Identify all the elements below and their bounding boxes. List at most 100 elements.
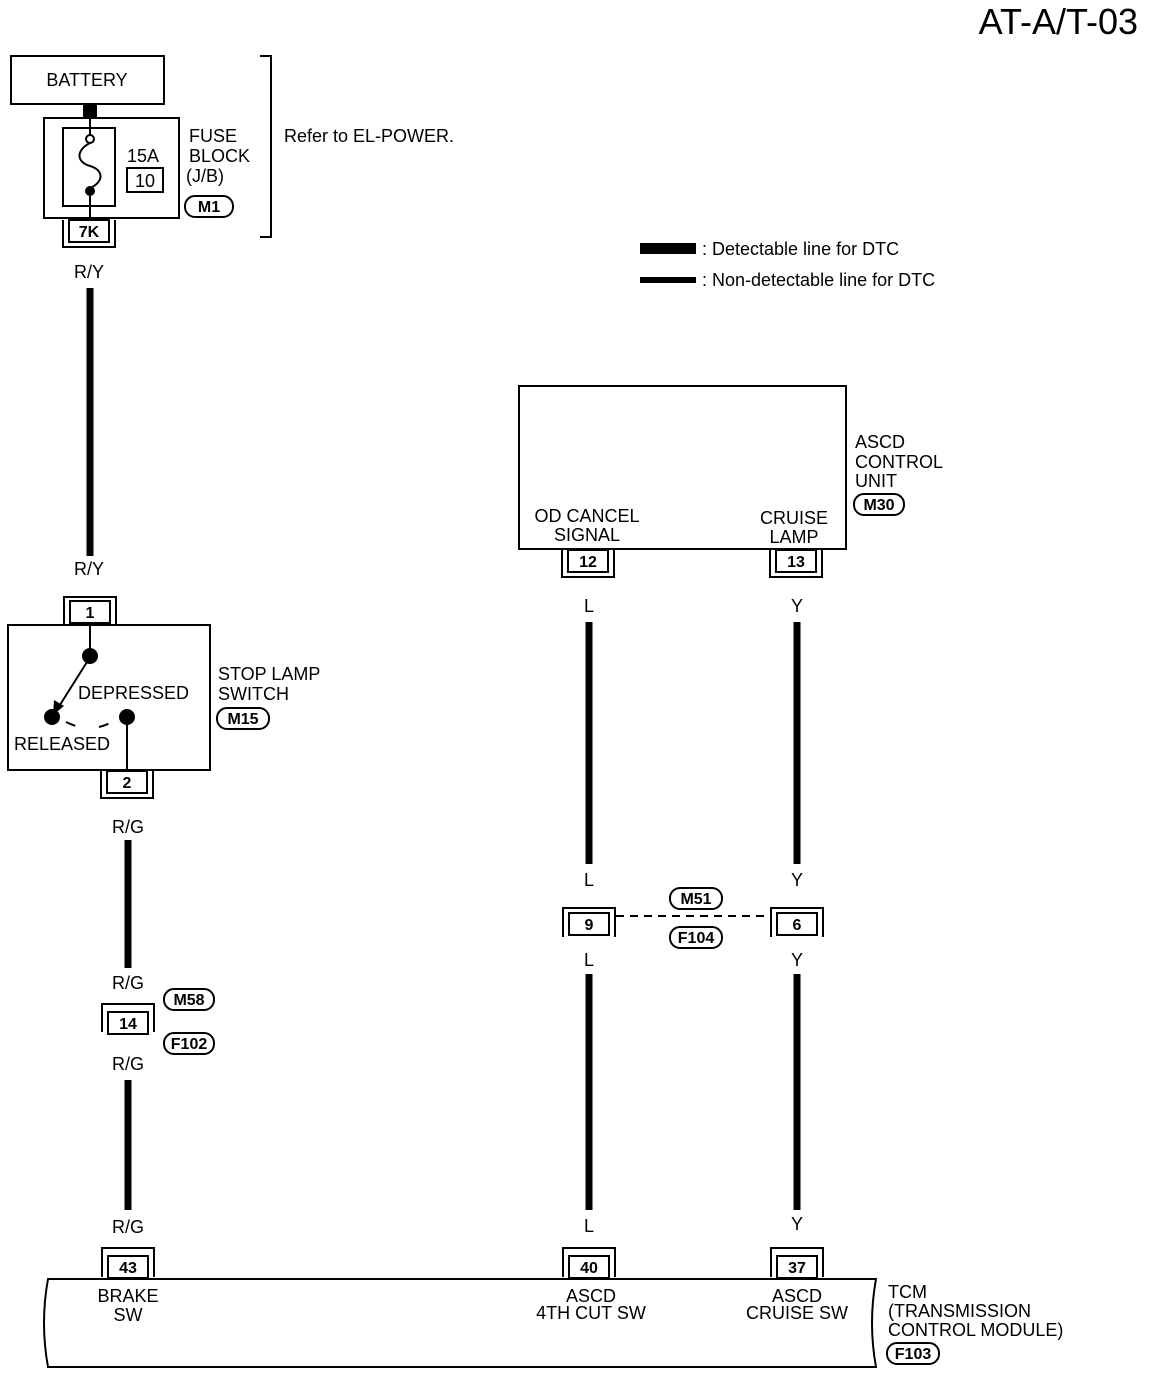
wire-color-l-2: L bbox=[584, 870, 594, 890]
wire-color-rg-1: R/G bbox=[112, 817, 144, 837]
stop-lamp-connector-badge bbox=[216, 707, 270, 730]
joint-m51-connector: M51 bbox=[680, 891, 711, 908]
switch-arm bbox=[57, 661, 88, 709]
connector-m30-pin12 bbox=[567, 549, 609, 573]
switch-depressed-contact bbox=[119, 709, 135, 725]
joint-m58-connector: M58 bbox=[173, 992, 204, 1009]
pin-m30-13: 13 bbox=[787, 554, 805, 571]
ascd-name-2: CONTROL bbox=[855, 452, 943, 472]
wire-color-l-4: L bbox=[584, 1216, 594, 1236]
wire-color-y-1: Y bbox=[791, 596, 803, 616]
wire-color-y-2: Y bbox=[791, 870, 803, 890]
joint-f104-connector: F104 bbox=[678, 930, 715, 947]
tcm-connector-badge bbox=[886, 1342, 940, 1365]
fuse-top-terminal bbox=[85, 134, 95, 144]
joint-m51-l-shell bbox=[562, 907, 616, 937]
joint-m51-badge bbox=[669, 887, 723, 910]
ascd-terminal-od-1: OD CANCEL bbox=[534, 506, 639, 526]
joint-m51-y-shell bbox=[770, 907, 824, 937]
ascd-name-3: UNIT bbox=[855, 471, 897, 491]
fuse-rating: 15A bbox=[127, 146, 159, 166]
joint-m58-pin-box bbox=[107, 1011, 149, 1035]
connector-7k-shell bbox=[62, 220, 116, 248]
wire-color-y-4: Y bbox=[791, 1214, 803, 1234]
legend-detectable: : Detectable line for DTC bbox=[702, 239, 899, 259]
fuse-block-label-2: BLOCK bbox=[189, 146, 250, 166]
ascd-connector-id: M30 bbox=[863, 497, 894, 514]
fuse-number: 10 bbox=[135, 171, 155, 191]
tcm-pin40-shell bbox=[562, 1247, 616, 1277]
pin-m15-1: 1 bbox=[86, 605, 95, 622]
legend-non-detectable: : Non-detectable line for DTC bbox=[702, 270, 935, 290]
legend-detectable-swatch bbox=[640, 243, 696, 254]
tcm-name-1: TCM bbox=[888, 1282, 927, 1302]
tcm-term-4th-2: 4TH CUT SW bbox=[536, 1303, 646, 1323]
tcm-pin-43: 43 bbox=[119, 1260, 137, 1277]
connector-m30-pin13-shell bbox=[769, 549, 823, 578]
joint-m51-pin-l: 9 bbox=[585, 917, 594, 934]
wire-color-ry-bottom: R/Y bbox=[74, 559, 104, 579]
tcm-name-2: (TRANSMISSION bbox=[888, 1301, 1031, 1321]
joint-m58-badge bbox=[163, 988, 215, 1011]
tcm-term-cruise-1: ASCD bbox=[772, 1286, 822, 1306]
ascd-connector-badge bbox=[853, 493, 905, 516]
fuse-connector-id: M1 bbox=[198, 199, 220, 216]
switch-state-released: RELEASED bbox=[14, 734, 110, 754]
joint-f102-badge bbox=[163, 1032, 215, 1055]
refer-note: Refer to EL-POWER. bbox=[284, 126, 454, 146]
tcm-name-3: CONTROL MODULE) bbox=[888, 1320, 1063, 1340]
tcm-term-cruise-2: CRUISE SW bbox=[746, 1303, 848, 1323]
ascd-control-unit-box bbox=[518, 385, 847, 550]
connector-m15-pin2 bbox=[106, 770, 148, 794]
joint-m58-pin: 14 bbox=[119, 1016, 137, 1033]
switch-common-contact bbox=[82, 648, 98, 664]
joint-m58-shell bbox=[101, 1003, 155, 1032]
switch-state-depressed: DEPRESSED bbox=[78, 683, 189, 703]
pin-7k: 7K bbox=[79, 224, 100, 241]
ascd-name-1: ASCD bbox=[855, 432, 905, 452]
joint-m51-pin-y: 6 bbox=[793, 917, 802, 934]
ascd-terminal-cruise-2: LAMP bbox=[769, 527, 818, 547]
tcm-pin43-shell bbox=[101, 1247, 155, 1277]
tcm-term-brake-1: BRAKE bbox=[97, 1286, 158, 1306]
fuse-bottom-terminal bbox=[85, 186, 95, 196]
pin-m15-2: 2 bbox=[123, 775, 132, 792]
wire-color-rg-4: R/G bbox=[112, 1217, 144, 1237]
tcm-term-4th-1: ASCD bbox=[566, 1286, 616, 1306]
connector-m30-pin13 bbox=[775, 549, 817, 573]
page-id: AT-A/T-03 bbox=[979, 1, 1138, 42]
tcm-pin-37: 37 bbox=[788, 1260, 806, 1277]
battery-terminal bbox=[83, 104, 97, 118]
wire-color-rg-2: R/G bbox=[112, 973, 144, 993]
switch-travel-arc bbox=[65, 721, 113, 729]
wire-color-rg-3: R/G bbox=[112, 1054, 144, 1074]
connector-7k bbox=[68, 219, 110, 243]
wire-color-l-3: L bbox=[584, 950, 594, 970]
connector-m30-pin12-shell bbox=[561, 549, 615, 578]
ascd-terminal-cruise-1: CRUISE bbox=[760, 508, 828, 528]
pin-m30-12: 12 bbox=[579, 554, 597, 571]
fuse-number-box bbox=[126, 167, 164, 193]
wire-color-ry-top: R/Y bbox=[74, 262, 104, 282]
fuse-connector-badge bbox=[184, 195, 234, 218]
tcm-connector-id: F103 bbox=[895, 1346, 932, 1363]
wire-color-l-1: L bbox=[584, 596, 594, 616]
joint-m51-l-pin-box bbox=[568, 912, 610, 936]
battery-label: BATTERY bbox=[46, 70, 127, 90]
joint-m51-y-pin-box bbox=[776, 912, 818, 936]
tcm-pin-40: 40 bbox=[580, 1260, 598, 1277]
fuse-icon bbox=[78, 142, 102, 189]
connector-m15-pin1-shell bbox=[63, 596, 117, 625]
ascd-terminal-od-2: SIGNAL bbox=[554, 525, 620, 545]
legend-non-detectable-swatch bbox=[640, 277, 696, 283]
joint-f104-badge bbox=[669, 926, 723, 949]
power-bracket bbox=[260, 55, 272, 238]
tcm-term-brake-2: SW bbox=[114, 1305, 143, 1325]
tcm-pin37-shell bbox=[770, 1247, 824, 1277]
connector-m15-pin1 bbox=[69, 600, 111, 624]
switch-released-contact bbox=[44, 709, 60, 725]
stop-lamp-switch-name-1: STOP LAMP bbox=[218, 664, 320, 684]
tcm-box bbox=[43, 1278, 878, 1368]
stop-lamp-connector-id: M15 bbox=[227, 711, 258, 728]
